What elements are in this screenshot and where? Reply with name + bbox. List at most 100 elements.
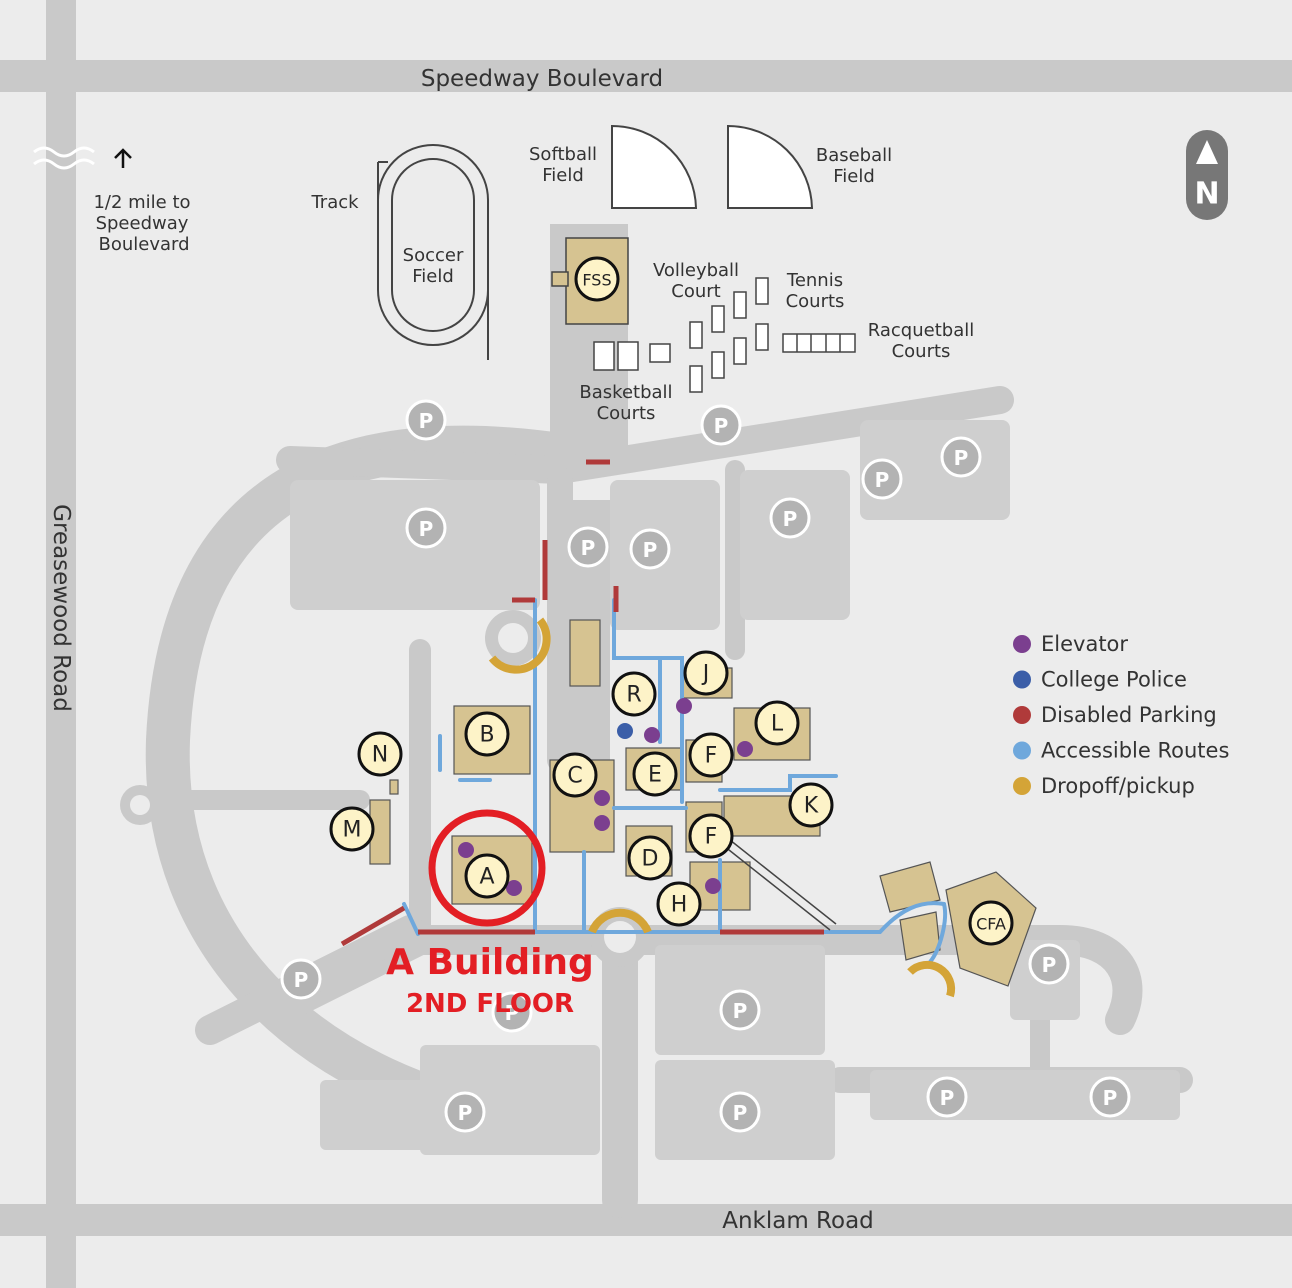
parking-symbol: P bbox=[405, 399, 447, 441]
parking-symbol: P bbox=[861, 458, 903, 500]
svg-text:1/2 mile to: 1/2 mile to bbox=[93, 192, 190, 213]
svg-text:P: P bbox=[733, 1101, 748, 1125]
softball-label-1: Softball bbox=[529, 144, 597, 165]
racquetball-courts bbox=[782, 333, 856, 353]
svg-text:P: P bbox=[458, 1101, 473, 1125]
baseball-label-1: Baseball bbox=[816, 145, 892, 166]
svg-text:Accessible Routes: Accessible Routes bbox=[1041, 739, 1229, 763]
basketball-label-1: Basketball bbox=[579, 382, 672, 403]
legend-item: Dropoff/pickup bbox=[1013, 774, 1195, 798]
legend-item: Accessible Routes bbox=[1013, 739, 1229, 763]
fss-annex bbox=[551, 271, 569, 287]
building-badge-m[interactable]: M bbox=[329, 806, 375, 852]
building-badge-f1[interactable]: F bbox=[688, 732, 734, 778]
svg-text:D: D bbox=[642, 847, 659, 872]
legend-item: College Police bbox=[1013, 668, 1187, 692]
facility-labels: Track Soccer Field Softball Field Baseba… bbox=[310, 144, 974, 424]
baseball-label-2: Field bbox=[833, 166, 875, 187]
svg-text:P: P bbox=[1103, 1086, 1118, 1110]
road-label-south: Anklam Road bbox=[722, 1208, 874, 1234]
parking-symbol: P bbox=[719, 1091, 761, 1133]
svg-text:FSS: FSS bbox=[582, 271, 611, 290]
svg-text:K: K bbox=[804, 794, 819, 819]
accessible-bridge bbox=[723, 839, 837, 931]
building-badge-l[interactable]: L bbox=[754, 700, 800, 746]
building-badge-r[interactable]: R bbox=[611, 671, 657, 717]
soccer-label-1: Soccer bbox=[403, 245, 464, 266]
building-badge-f2[interactable]: F bbox=[688, 813, 734, 859]
svg-text:Dropoff/pickup: Dropoff/pickup bbox=[1041, 774, 1195, 798]
svg-text:Disabled Parking: Disabled Parking bbox=[1041, 703, 1217, 727]
svg-text:P: P bbox=[733, 999, 748, 1023]
building-badges: FSS A B C D E F F H J K L M N R CFA bbox=[329, 256, 1014, 946]
parking-symbol: P bbox=[1028, 943, 1070, 985]
north-arrow-icon bbox=[1196, 140, 1218, 164]
disabled-parking bbox=[340, 459, 824, 947]
tennis-courts bbox=[689, 277, 769, 393]
svg-text:P: P bbox=[643, 538, 658, 562]
building-badge-b[interactable]: B bbox=[464, 711, 510, 757]
elevator-markers bbox=[458, 698, 753, 896]
building-badge-e[interactable]: E bbox=[632, 751, 678, 797]
parking-symbol: P bbox=[567, 526, 609, 568]
building-badge-d[interactable]: D bbox=[627, 835, 673, 881]
building-badge-fss[interactable]: FSS bbox=[574, 256, 620, 302]
svg-text:CFA: CFA bbox=[976, 915, 1006, 934]
svg-text:M: M bbox=[343, 818, 362, 843]
parking-symbol: P bbox=[629, 528, 671, 570]
track-label: Track bbox=[310, 192, 359, 213]
legend-item: Elevator bbox=[1013, 632, 1128, 656]
svg-text:B: B bbox=[479, 723, 494, 748]
svg-text:Elevator: Elevator bbox=[1041, 632, 1128, 656]
building-badge-k[interactable]: K bbox=[788, 782, 834, 828]
compass-letter: N bbox=[1194, 177, 1219, 212]
svg-text:Boulevard: Boulevard bbox=[98, 234, 189, 255]
svg-text:Speedway: Speedway bbox=[96, 213, 189, 234]
svg-text:P: P bbox=[954, 446, 969, 470]
svg-text:C: C bbox=[567, 764, 582, 789]
soccer-label-2: Field bbox=[412, 266, 454, 287]
parking-symbol: P bbox=[405, 507, 447, 549]
building-badge-n[interactable]: N bbox=[357, 731, 403, 777]
parking-symbol: P bbox=[769, 497, 811, 539]
road-label-north: Speedway Boulevard bbox=[421, 66, 663, 92]
svg-text:P: P bbox=[783, 507, 798, 531]
parking-symbol: P bbox=[1089, 1076, 1131, 1118]
parking-symbol: P bbox=[940, 436, 982, 478]
roundabouts bbox=[120, 610, 650, 967]
svg-text:P: P bbox=[581, 536, 596, 560]
svg-text:P: P bbox=[294, 968, 309, 992]
tennis-label-1: Tennis bbox=[786, 270, 843, 291]
parking-symbol: P bbox=[926, 1076, 968, 1118]
building-badge-a[interactable]: A bbox=[464, 853, 510, 899]
ball-fields bbox=[611, 124, 814, 209]
building-badge-j[interactable]: J bbox=[683, 650, 729, 696]
svg-text:P: P bbox=[714, 414, 729, 438]
svg-text:L: L bbox=[771, 712, 784, 737]
racquetball-label-2: Courts bbox=[892, 341, 951, 362]
svg-text:P: P bbox=[419, 409, 434, 433]
volleyball-label-2: Court bbox=[671, 281, 720, 302]
parking-symbol: P bbox=[280, 958, 322, 1000]
svg-text:A: A bbox=[479, 865, 494, 890]
dropoff-zones bbox=[488, 617, 956, 998]
track bbox=[377, 144, 489, 360]
parking-symbol: P bbox=[700, 404, 742, 446]
building-badge-h[interactable]: H bbox=[656, 881, 702, 927]
svg-text:P: P bbox=[505, 1001, 520, 1025]
svg-text:F: F bbox=[705, 825, 718, 850]
building-badge-c[interactable]: C bbox=[552, 752, 598, 798]
svg-text:E: E bbox=[648, 763, 662, 788]
parking-symbol: P bbox=[444, 1091, 486, 1133]
svg-text:College Police: College Police bbox=[1041, 668, 1187, 692]
building-badge-cfa[interactable]: CFA bbox=[968, 900, 1014, 946]
highlight-ring bbox=[428, 809, 546, 927]
volleyball-label-1: Volleyball bbox=[653, 260, 739, 281]
basketball-label-2: Courts bbox=[597, 403, 656, 424]
parking-symbols: P P P P P P P P P P P P P P P P bbox=[280, 399, 1131, 1133]
svg-text:P: P bbox=[1042, 953, 1057, 977]
svg-text:P: P bbox=[419, 517, 434, 541]
